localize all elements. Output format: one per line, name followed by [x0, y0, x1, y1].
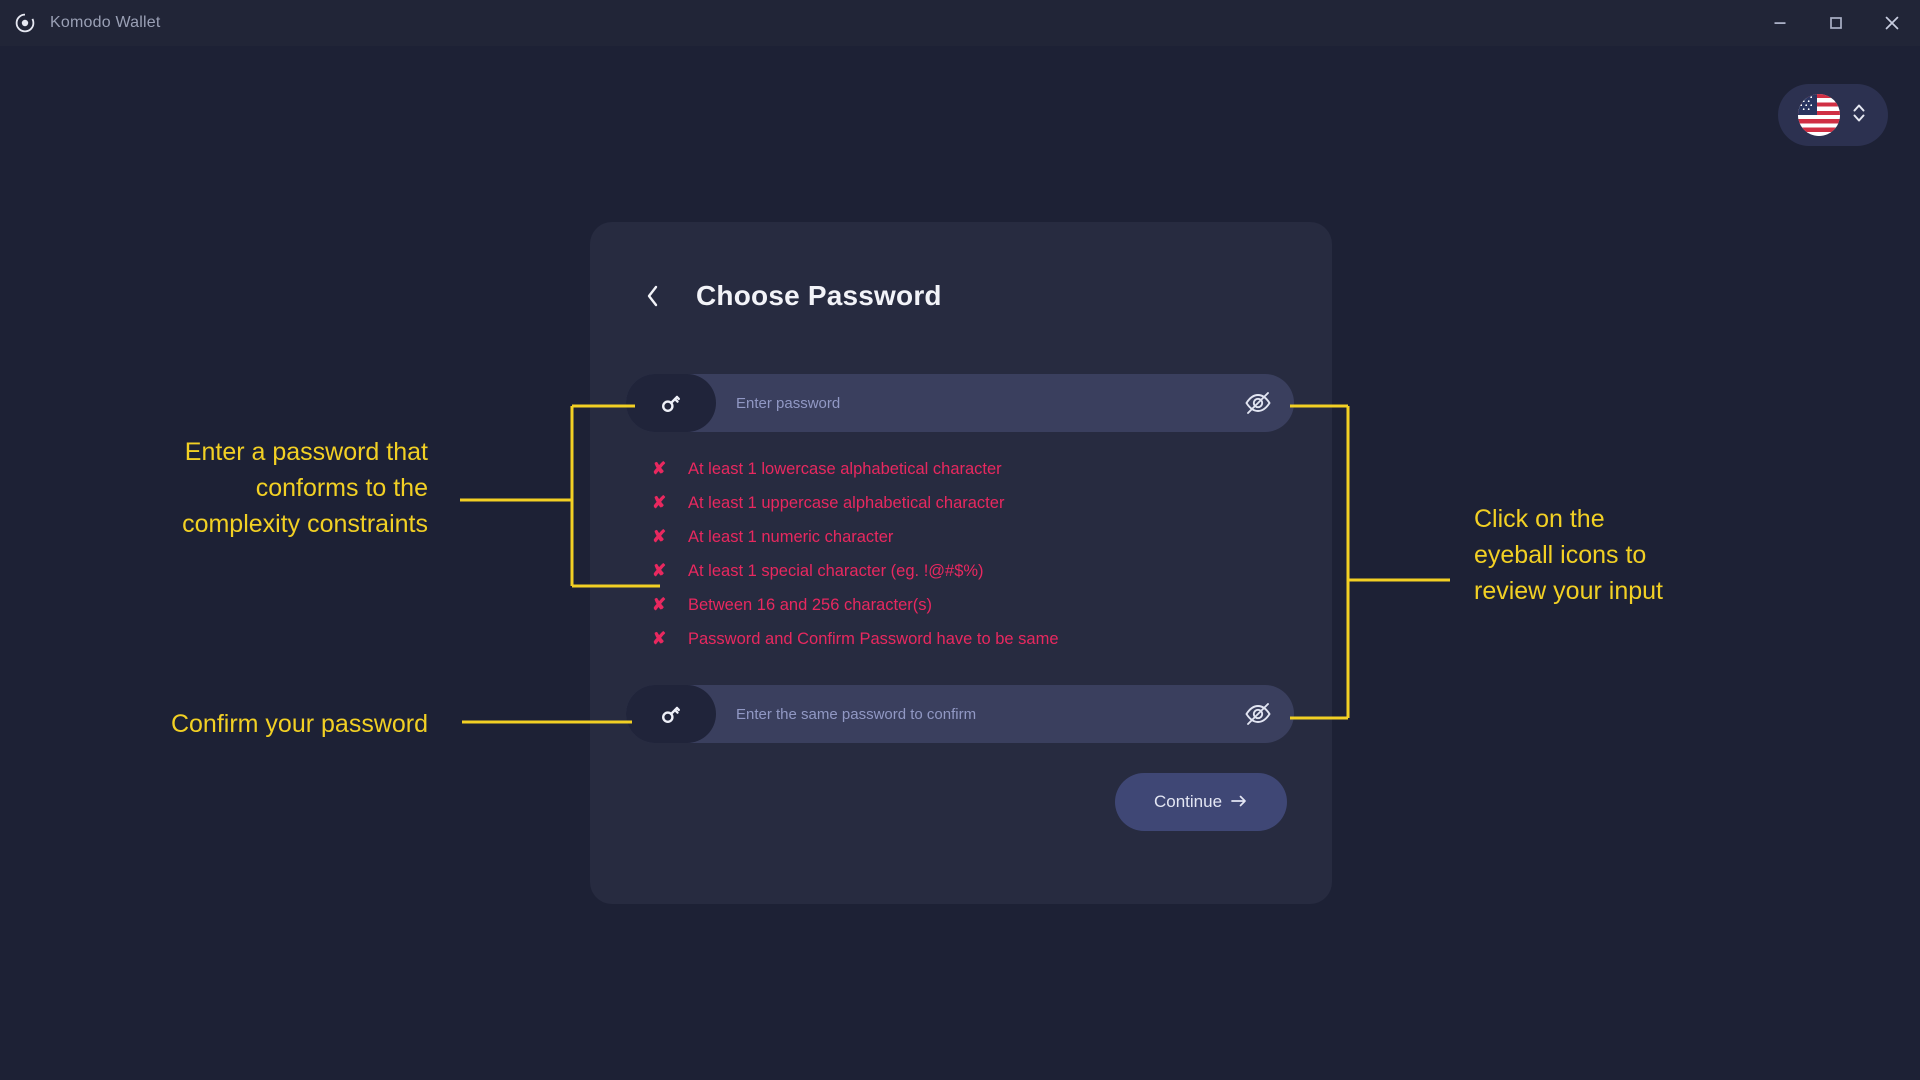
- rule-item: ✘ At least 1 numeric character: [652, 520, 1272, 554]
- password-input[interactable]: [716, 394, 1222, 412]
- rule-item: ✘ At least 1 lowercase alphabetical char…: [652, 452, 1272, 486]
- app-title: Komodo Wallet: [50, 14, 161, 31]
- key-icon: [626, 374, 716, 432]
- rule-label: Between 16 and 256 character(s): [688, 595, 932, 614]
- continue-button[interactable]: Continue: [1115, 773, 1287, 831]
- eye-off-icon[interactable]: [1222, 374, 1294, 432]
- rule-fail-icon: ✘: [652, 595, 667, 614]
- rule-item: ✘ At least 1 special character (eg. !@#$…: [652, 554, 1272, 588]
- confirm-password-field[interactable]: [626, 685, 1294, 743]
- title-bar: Komodo Wallet: [0, 0, 1920, 46]
- key-icon: [626, 685, 716, 743]
- rule-item: ✘ At least 1 uppercase alphabetical char…: [652, 486, 1272, 520]
- chevron-left-icon[interactable]: [642, 281, 664, 311]
- eye-off-icon[interactable]: [1222, 685, 1294, 743]
- rule-fail-icon: ✘: [652, 527, 667, 546]
- us-flag-icon: [1798, 94, 1840, 136]
- rule-fail-icon: ✘: [652, 629, 667, 648]
- continue-label: Continue: [1153, 792, 1223, 811]
- rule-label: At least 1 numeric character: [688, 527, 894, 546]
- card-header: Choose Password: [642, 280, 942, 312]
- rule-item: ✘ Between 16 and 256 character(s): [652, 588, 1272, 622]
- rule-label: Password and Confirm Password have to be…: [688, 629, 1059, 648]
- rule-label: At least 1 special character (eg. !@#$%): [688, 561, 984, 580]
- chevron-up-down-icon: [1850, 100, 1868, 131]
- rule-fail-icon: ✘: [652, 493, 667, 512]
- arrow-right-icon: [1230, 793, 1248, 812]
- rule-label: At least 1 lowercase alphabetical charac…: [688, 459, 1002, 478]
- choose-password-card: Choose Password: [590, 222, 1332, 904]
- annotation-password-complexity: Enter a password that conforms to the co…: [182, 438, 428, 538]
- rule-fail-icon: ✘: [652, 561, 667, 580]
- annotation-eyeball-icons: Click on the eyeball icons to review you…: [1474, 505, 1663, 605]
- minimize-icon[interactable]: [1752, 0, 1808, 46]
- close-icon[interactable]: [1864, 0, 1920, 46]
- maximize-icon[interactable]: [1808, 0, 1864, 46]
- rule-label: At least 1 uppercase alphabetical charac…: [688, 493, 1005, 512]
- komodo-logo-icon: [14, 12, 36, 34]
- rule-item: ✘ Password and Confirm Password have to …: [652, 622, 1272, 656]
- annotation-confirm-password: Confirm your password: [170, 710, 428, 738]
- rule-fail-icon: ✘: [652, 459, 667, 478]
- confirm-password-input[interactable]: [716, 705, 1222, 723]
- page-title: Choose Password: [696, 280, 942, 311]
- password-field[interactable]: [626, 374, 1294, 432]
- password-rules-list: ✘ At least 1 lowercase alphabetical char…: [652, 452, 1272, 656]
- language-selector[interactable]: [1778, 84, 1888, 146]
